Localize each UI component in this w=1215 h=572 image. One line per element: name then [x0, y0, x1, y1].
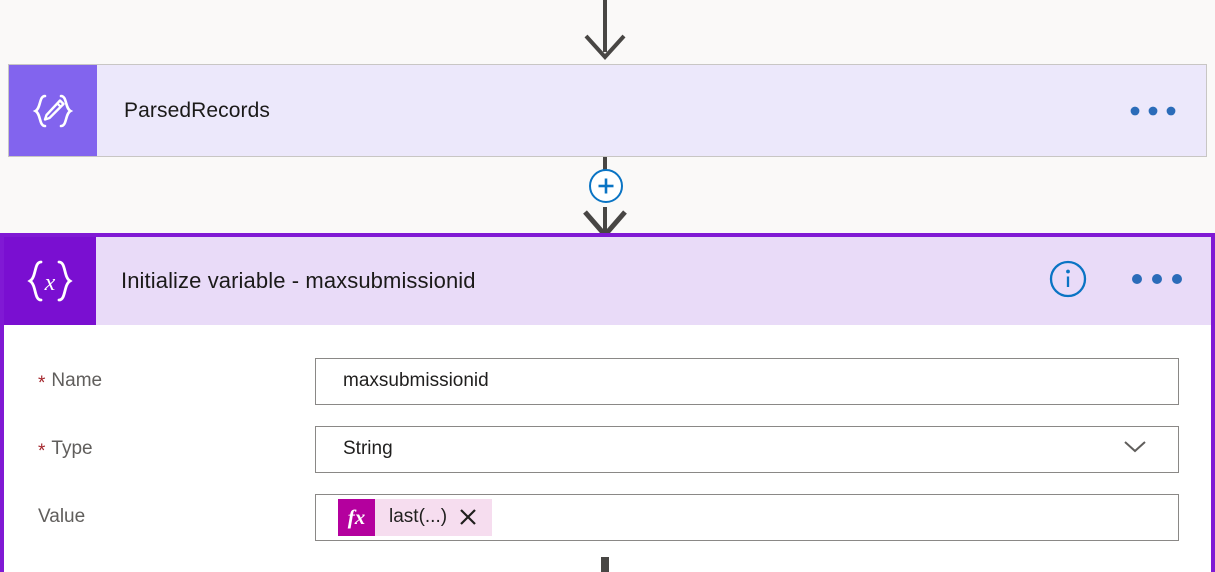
label-type: * Type: [38, 438, 315, 462]
initialize-variable-form: * Name maxsubmissionid * Type String: [4, 325, 1211, 551]
form-row-name: * Name maxsubmissionid: [38, 347, 1179, 415]
incoming-arrow: [584, 0, 626, 60]
type-dropdown-value: String: [343, 438, 393, 459]
remove-token-icon[interactable]: [458, 507, 492, 527]
svg-text:x: x: [44, 270, 56, 296]
form-row-value: Value fx last(...): [38, 483, 1179, 551]
label-value: Value: [38, 506, 315, 528]
label-text-name: Name: [51, 370, 103, 391]
fx-icon: fx: [338, 498, 375, 536]
variable-braces-x-icon: x: [4, 237, 96, 325]
overflow-menu-parsedrecords[interactable]: [1130, 65, 1206, 156]
required-marker-type: *: [38, 440, 46, 462]
chevron-down-icon: [1120, 437, 1150, 461]
value-input[interactable]: fx last(...): [315, 493, 1179, 541]
required-marker-name: *: [38, 372, 46, 394]
expression-token-text: last(...): [389, 506, 448, 527]
card-header-actions: [1049, 237, 1211, 325]
information-icon[interactable]: [1049, 260, 1087, 303]
card-header-initialize-variable[interactable]: x Initialize variable - maxsubmissionid: [4, 237, 1211, 325]
outgoing-connector-stub: [601, 557, 609, 572]
action-card-parsedrecords[interactable]: ParsedRecords: [8, 64, 1207, 157]
form-row-type: * Type String: [38, 415, 1179, 483]
insert-step-button[interactable]: [589, 169, 623, 203]
type-dropdown[interactable]: String: [315, 425, 1179, 473]
label-text-type: Type: [51, 438, 93, 459]
card-title-initialize-variable: Initialize variable - maxsubmissionid: [121, 268, 476, 293]
action-card-initialize-variable[interactable]: x Initialize variable - maxsubmissionid: [0, 233, 1215, 572]
card-title-parsedrecords: ParsedRecords: [124, 98, 271, 122]
expression-token[interactable]: fx last(...): [338, 498, 493, 536]
label-name: * Name: [38, 370, 315, 394]
compose-braces-pencil-icon: [9, 65, 97, 156]
name-input[interactable]: maxsubmissionid: [315, 357, 1179, 405]
overflow-menu-initialize-variable[interactable]: [1131, 271, 1183, 292]
label-text-value: Value: [38, 506, 86, 527]
